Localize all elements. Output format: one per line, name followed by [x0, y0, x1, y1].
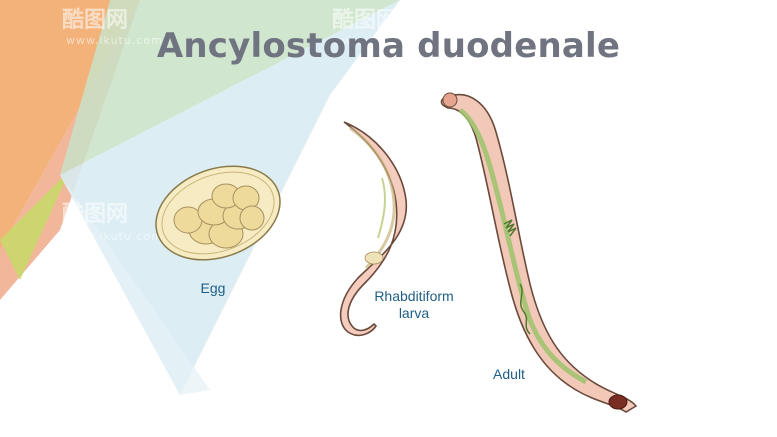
egg-illustration	[155, 165, 281, 261]
lime-triangle	[0, 170, 70, 280]
egg-label: Egg	[200, 280, 226, 296]
larva-label-line2: larva	[398, 305, 430, 321]
watermark-url: www.ikutu.com	[66, 34, 163, 47]
larva-label-line1: Rhabditiform	[374, 288, 454, 304]
watermark-brand: 酷图网	[62, 8, 129, 33]
adult-label: Adult	[493, 366, 525, 382]
pale-blue-sliver	[60, 175, 210, 395]
watermark-brand: 酷图网	[62, 202, 129, 227]
watermark-url: www.ikutu.com	[66, 230, 163, 243]
adult-illustration	[440, 92, 638, 413]
watermark-brand: 酷图网	[332, 8, 399, 33]
slide-title: Ancylostoma duodenale	[156, 26, 621, 66]
larva-illustration	[339, 121, 408, 337]
watermark-url: www.ikutu.com	[332, 34, 429, 47]
